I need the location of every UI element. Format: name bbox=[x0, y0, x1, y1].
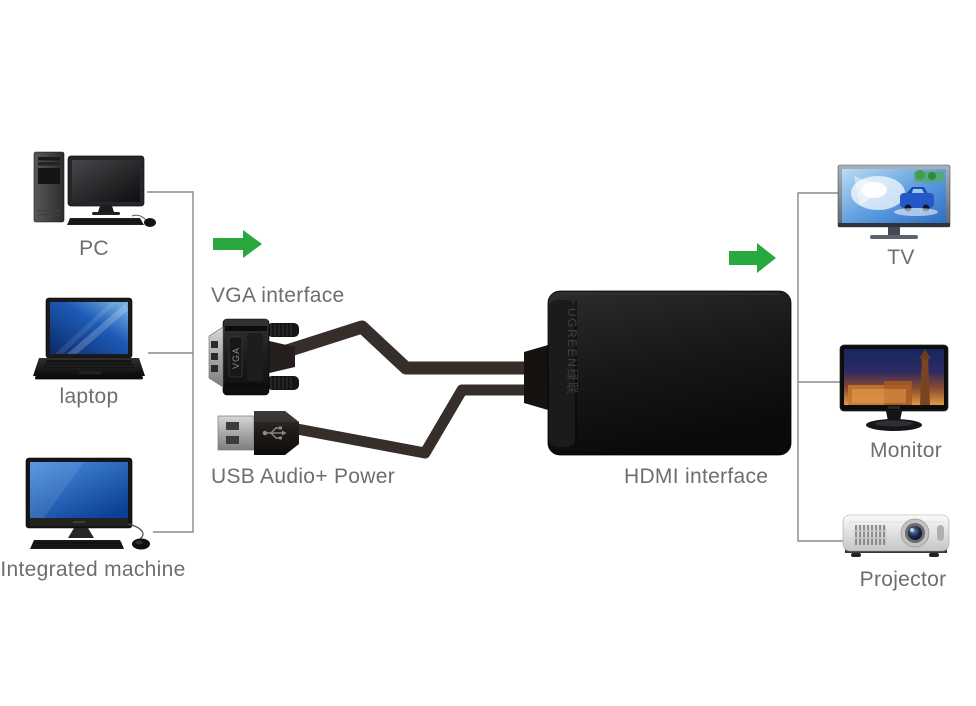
projector-label: Projector bbox=[859, 568, 947, 591]
usb-trident-icon bbox=[262, 426, 287, 440]
source-bracket bbox=[147, 191, 194, 533]
vga-plug-marking: VGA bbox=[231, 347, 241, 369]
usb-audio-power-label: USB Audio+ Power bbox=[211, 465, 395, 488]
monitor-label: Monitor bbox=[869, 439, 943, 462]
all-in-one-pc-icon bbox=[25, 457, 150, 550]
vga-connector-image: VGA bbox=[208, 318, 299, 396]
tv-icon bbox=[837, 164, 951, 239]
monitor-icon bbox=[839, 344, 949, 431]
brand-marking: UGREEN绿联 bbox=[565, 308, 580, 395]
pc-label: PC bbox=[79, 237, 109, 260]
vga-cable bbox=[280, 320, 537, 375]
desktop-pc-icon bbox=[33, 151, 156, 227]
usb-plug-image bbox=[217, 411, 299, 455]
display-bracket bbox=[797, 192, 845, 542]
projector-vent bbox=[855, 525, 886, 545]
vga-interface-label: VGA interface bbox=[211, 284, 345, 307]
laptop-label: laptop bbox=[59, 385, 119, 408]
tv-label: TV bbox=[887, 246, 915, 269]
integrated-machine-label: Integrated machine bbox=[0, 558, 186, 581]
laptop-icon bbox=[33, 297, 145, 380]
adapter-image: UGREEN绿联 bbox=[524, 290, 792, 456]
projector-icon bbox=[842, 514, 950, 557]
hdmi-interface-label: HDMI interface bbox=[624, 465, 769, 488]
usb-cable bbox=[291, 384, 536, 459]
arrow-right-icon bbox=[729, 243, 776, 273]
arrow-right-icon bbox=[213, 230, 262, 258]
